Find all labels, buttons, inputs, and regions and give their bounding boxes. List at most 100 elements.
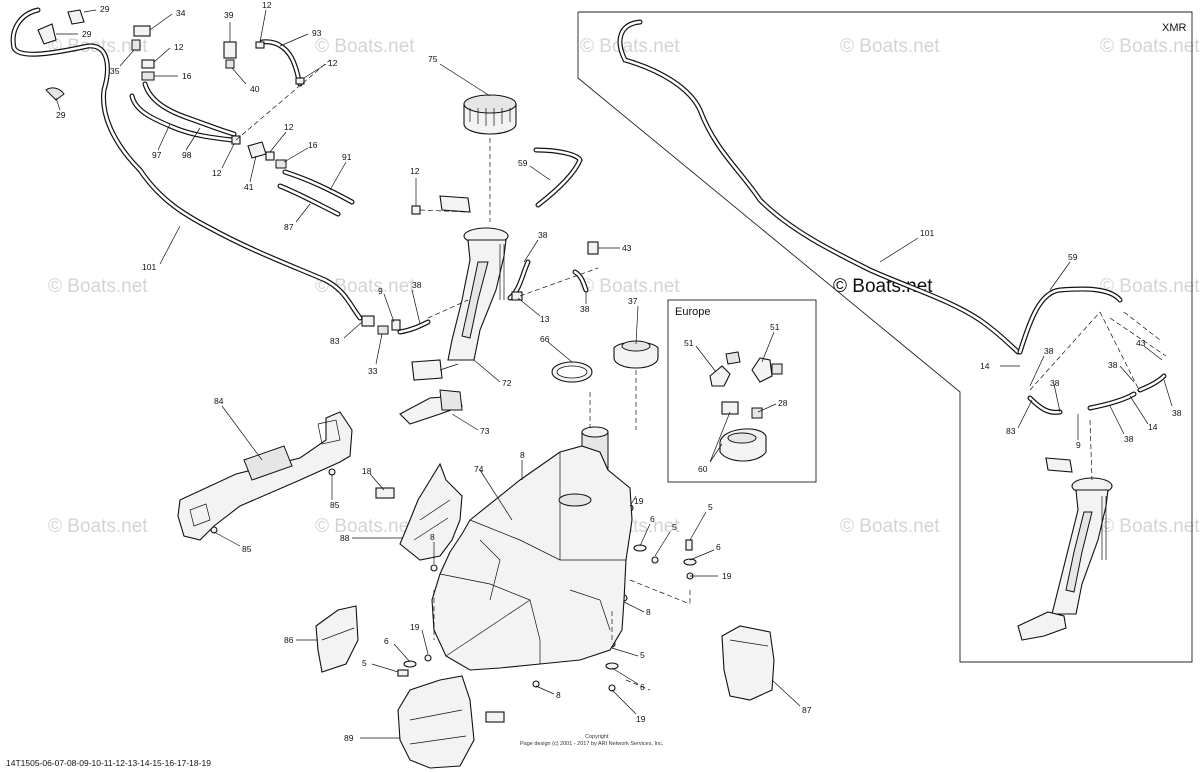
hose-59 (533, 147, 583, 208)
callout-83: 83 (330, 336, 340, 346)
clamp-29-top (67, 9, 85, 25)
callout-29: 29 (56, 110, 66, 120)
callout-29: 29 (100, 4, 110, 14)
watermark: © Boats.net (315, 36, 415, 57)
callout-6: 6 (384, 636, 389, 646)
fitting-33 (377, 325, 389, 335)
callout-19: 19 (636, 714, 646, 724)
callout-19: 19 (722, 571, 732, 581)
hose-59-xmr (1017, 286, 1123, 355)
callout-89: 89 (344, 733, 354, 743)
bolt-5-d (397, 669, 409, 677)
connector-34 (133, 25, 151, 37)
bolt-5-a (651, 556, 659, 564)
washer-6-a (633, 544, 647, 552)
callout-66: 66 (540, 334, 550, 344)
washer-6-d (403, 660, 417, 668)
callout-34: 34 (176, 8, 186, 18)
callouts: 29 29 29 34 35 12 16 39 40 12 93 12 97 9… (56, 0, 1182, 743)
callout-5: 5 (362, 658, 367, 668)
callout-12: 12 (284, 122, 294, 132)
callout-38: 38 (1044, 346, 1054, 356)
callout-43: 43 (622, 243, 632, 253)
clamp-29-mid (37, 23, 57, 45)
callout-18: 18 (362, 466, 372, 476)
xmr-inset-frame: XMR (577, 11, 1193, 663)
bolt-8-b (430, 564, 438, 572)
callout-38: 38 (580, 304, 590, 314)
europe-inset-box: Europe (667, 299, 817, 483)
xmr-label: XMR (1162, 22, 1187, 34)
callout-8: 8 (430, 532, 435, 542)
callout-88: 88 (340, 533, 350, 543)
callout-19: 19 (410, 622, 420, 632)
clamp-12-b (255, 41, 265, 49)
clamp-12-a (141, 59, 155, 69)
watermark: © Boats.net (315, 516, 415, 537)
bolt-8-d (532, 680, 540, 688)
callout-9: 9 (378, 286, 383, 296)
callout-6: 6 (640, 682, 645, 692)
callout-12: 12 (328, 58, 338, 68)
callout-38: 38 (1050, 378, 1060, 388)
heat-shield-86 (315, 605, 359, 673)
watermark-center: © Boats.net (833, 276, 933, 297)
callout-12: 12 (174, 42, 184, 52)
callout-13: 13 (540, 314, 550, 324)
fuel-cap-37 (613, 340, 659, 369)
clip-18b (485, 711, 505, 723)
europe-parts (709, 351, 783, 462)
fitting-9 (391, 319, 401, 331)
callout-75: 75 (428, 54, 438, 64)
copyright-title: Copyright (585, 734, 609, 740)
watermark: © Boats.net (1100, 36, 1200, 57)
watermark: © Boats.net (48, 516, 148, 537)
callout-87: 87 (284, 222, 294, 232)
fittings (37, 9, 697, 723)
europe-frame (667, 299, 817, 483)
europe-label: Europe (675, 306, 710, 318)
clip-18 (375, 487, 395, 499)
callout-91: 91 (342, 152, 352, 162)
callout-72: 72 (502, 378, 512, 388)
callout-98: 98 (182, 150, 192, 160)
callout-40: 40 (250, 84, 260, 94)
callout-38: 38 (412, 280, 422, 290)
callout-12: 12 (262, 0, 272, 10)
washer-6-c (605, 662, 619, 670)
lock-ring-75 (463, 94, 517, 135)
callout-8: 8 (556, 690, 561, 700)
callout-39: 39 (224, 10, 234, 20)
watermark: © Boats.net (315, 276, 415, 297)
callout-6: 6 (716, 542, 721, 552)
watermark: © Boats.net (48, 276, 148, 297)
callout-85: 85 (330, 500, 340, 510)
callout-38: 38 (1172, 408, 1182, 418)
callout-19: 19 (634, 496, 644, 506)
t-fitting-41 (247, 141, 267, 159)
clamp-12-e (265, 151, 275, 161)
clamp-12-c (295, 77, 305, 85)
callout-41: 41 (244, 182, 254, 192)
connector-39 (223, 41, 237, 59)
callout-86: 86 (284, 635, 294, 645)
hoses (10, 7, 1167, 415)
callout-33: 33 (368, 366, 378, 376)
watermark: © Boats.net (840, 36, 940, 57)
xmr-frame-outline (577, 11, 1193, 663)
callout-16: 16 (182, 71, 192, 81)
callout-51: 51 (684, 338, 694, 348)
valve-16-b (275, 159, 287, 169)
callout-74: 74 (474, 464, 484, 474)
watermark: © Boats.net (580, 276, 680, 297)
fuel-tank-74 (431, 426, 633, 671)
hose-101-xmr (617, 19, 1021, 355)
callout-59: 59 (1068, 252, 1078, 262)
fuel-pump-xmr (1017, 457, 1113, 641)
callout-87: 87 (802, 705, 812, 715)
grommet-19-a (424, 654, 432, 662)
callout-38: 38 (538, 230, 548, 240)
callout-37: 37 (628, 296, 638, 306)
heat-shield-89 (397, 675, 475, 769)
